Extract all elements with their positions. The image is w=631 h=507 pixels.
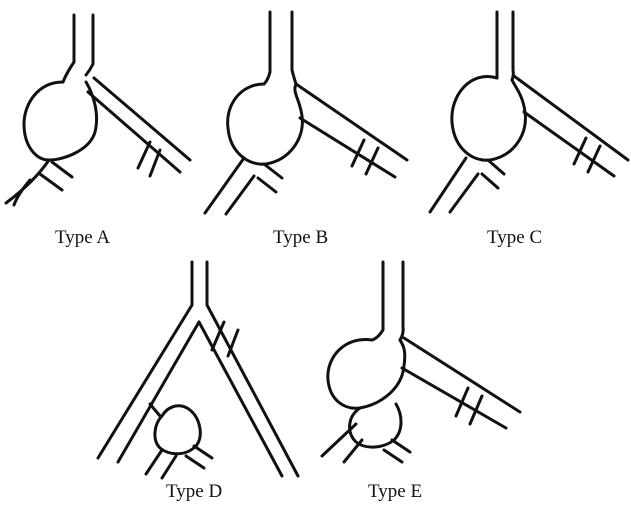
type-d-lower-artery-right bbox=[162, 456, 176, 478]
panel-type-a bbox=[6, 15, 190, 205]
type-e-label: Type E bbox=[368, 481, 422, 503]
type-a-label: Type A bbox=[55, 227, 110, 249]
type-d-lower-branch-lower bbox=[186, 456, 204, 468]
type-e-lower-artery-right bbox=[344, 440, 362, 462]
type-a-small-branch-left bbox=[138, 142, 150, 168]
type-a-parent-artery-left-wall bbox=[63, 15, 74, 82]
type-e-parent-artery-right-wall bbox=[400, 262, 403, 340]
type-e-upper-aneurysm-sac bbox=[328, 339, 405, 408]
panel-type-b bbox=[205, 12, 407, 214]
type-e-lower-branch-upper bbox=[392, 440, 410, 452]
panel-type-e bbox=[322, 262, 520, 462]
type-b-lower-artery-left bbox=[205, 158, 244, 213]
type-a-lower-branch-upper bbox=[52, 162, 72, 177]
type-d-parent-artery-right-wall bbox=[207, 262, 298, 476]
type-c-aneurysm-sac bbox=[452, 77, 526, 161]
type-e-branch-wall-lower bbox=[402, 368, 506, 428]
type-d-lower-branch-upper bbox=[194, 446, 212, 458]
type-a-branch-wall-upper bbox=[94, 78, 190, 160]
type-d-side-artery-upper bbox=[150, 404, 160, 416]
type-c-small-branch-left bbox=[574, 138, 586, 164]
type-e-parent-artery-left-wall bbox=[372, 262, 383, 340]
type-c-lower-artery-right bbox=[450, 174, 478, 212]
panel-type-d bbox=[98, 262, 298, 478]
type-a-parent-artery-right-wall bbox=[86, 15, 93, 75]
type-d-inner-right-branch bbox=[199, 322, 282, 476]
type-c-lower-branch-lower bbox=[482, 174, 498, 188]
type-b-aneurysm-sac bbox=[228, 84, 303, 164]
type-b-lower-branch-lower bbox=[258, 178, 276, 192]
type-b-lower-branch-upper bbox=[264, 164, 282, 178]
type-b-lower-artery-right bbox=[226, 176, 254, 214]
type-b-parent-artery-right-wall bbox=[292, 12, 296, 84]
type-b-parent-artery-left-wall bbox=[264, 12, 270, 84]
type-c-branch-wall-lower bbox=[524, 112, 614, 176]
type-d-lower-artery-left bbox=[146, 450, 162, 474]
type-c-lower-branch-upper bbox=[488, 160, 504, 174]
type-a-small-branch-right bbox=[150, 150, 160, 176]
type-a-branch-wall-lower bbox=[88, 92, 180, 172]
type-c-parent-artery-right-wall bbox=[512, 12, 513, 80]
type-d-label: Type D bbox=[166, 481, 222, 503]
type-d-inner-left-branch bbox=[118, 322, 199, 462]
type-a-aneurysm-sac bbox=[24, 82, 97, 160]
type-e-lower-branch-lower bbox=[384, 450, 402, 462]
type-a-lower-artery-right bbox=[14, 180, 30, 205]
type-b-branch-wall-lower bbox=[300, 118, 395, 177]
type-c-lower-artery-left bbox=[430, 158, 466, 212]
type-b-label: Type B bbox=[273, 227, 328, 249]
type-e-small-branch-left bbox=[456, 388, 468, 416]
type-a-lower-branch-lower bbox=[40, 174, 62, 190]
type-c-label: Type C bbox=[487, 227, 542, 249]
panel-type-c bbox=[430, 12, 628, 212]
